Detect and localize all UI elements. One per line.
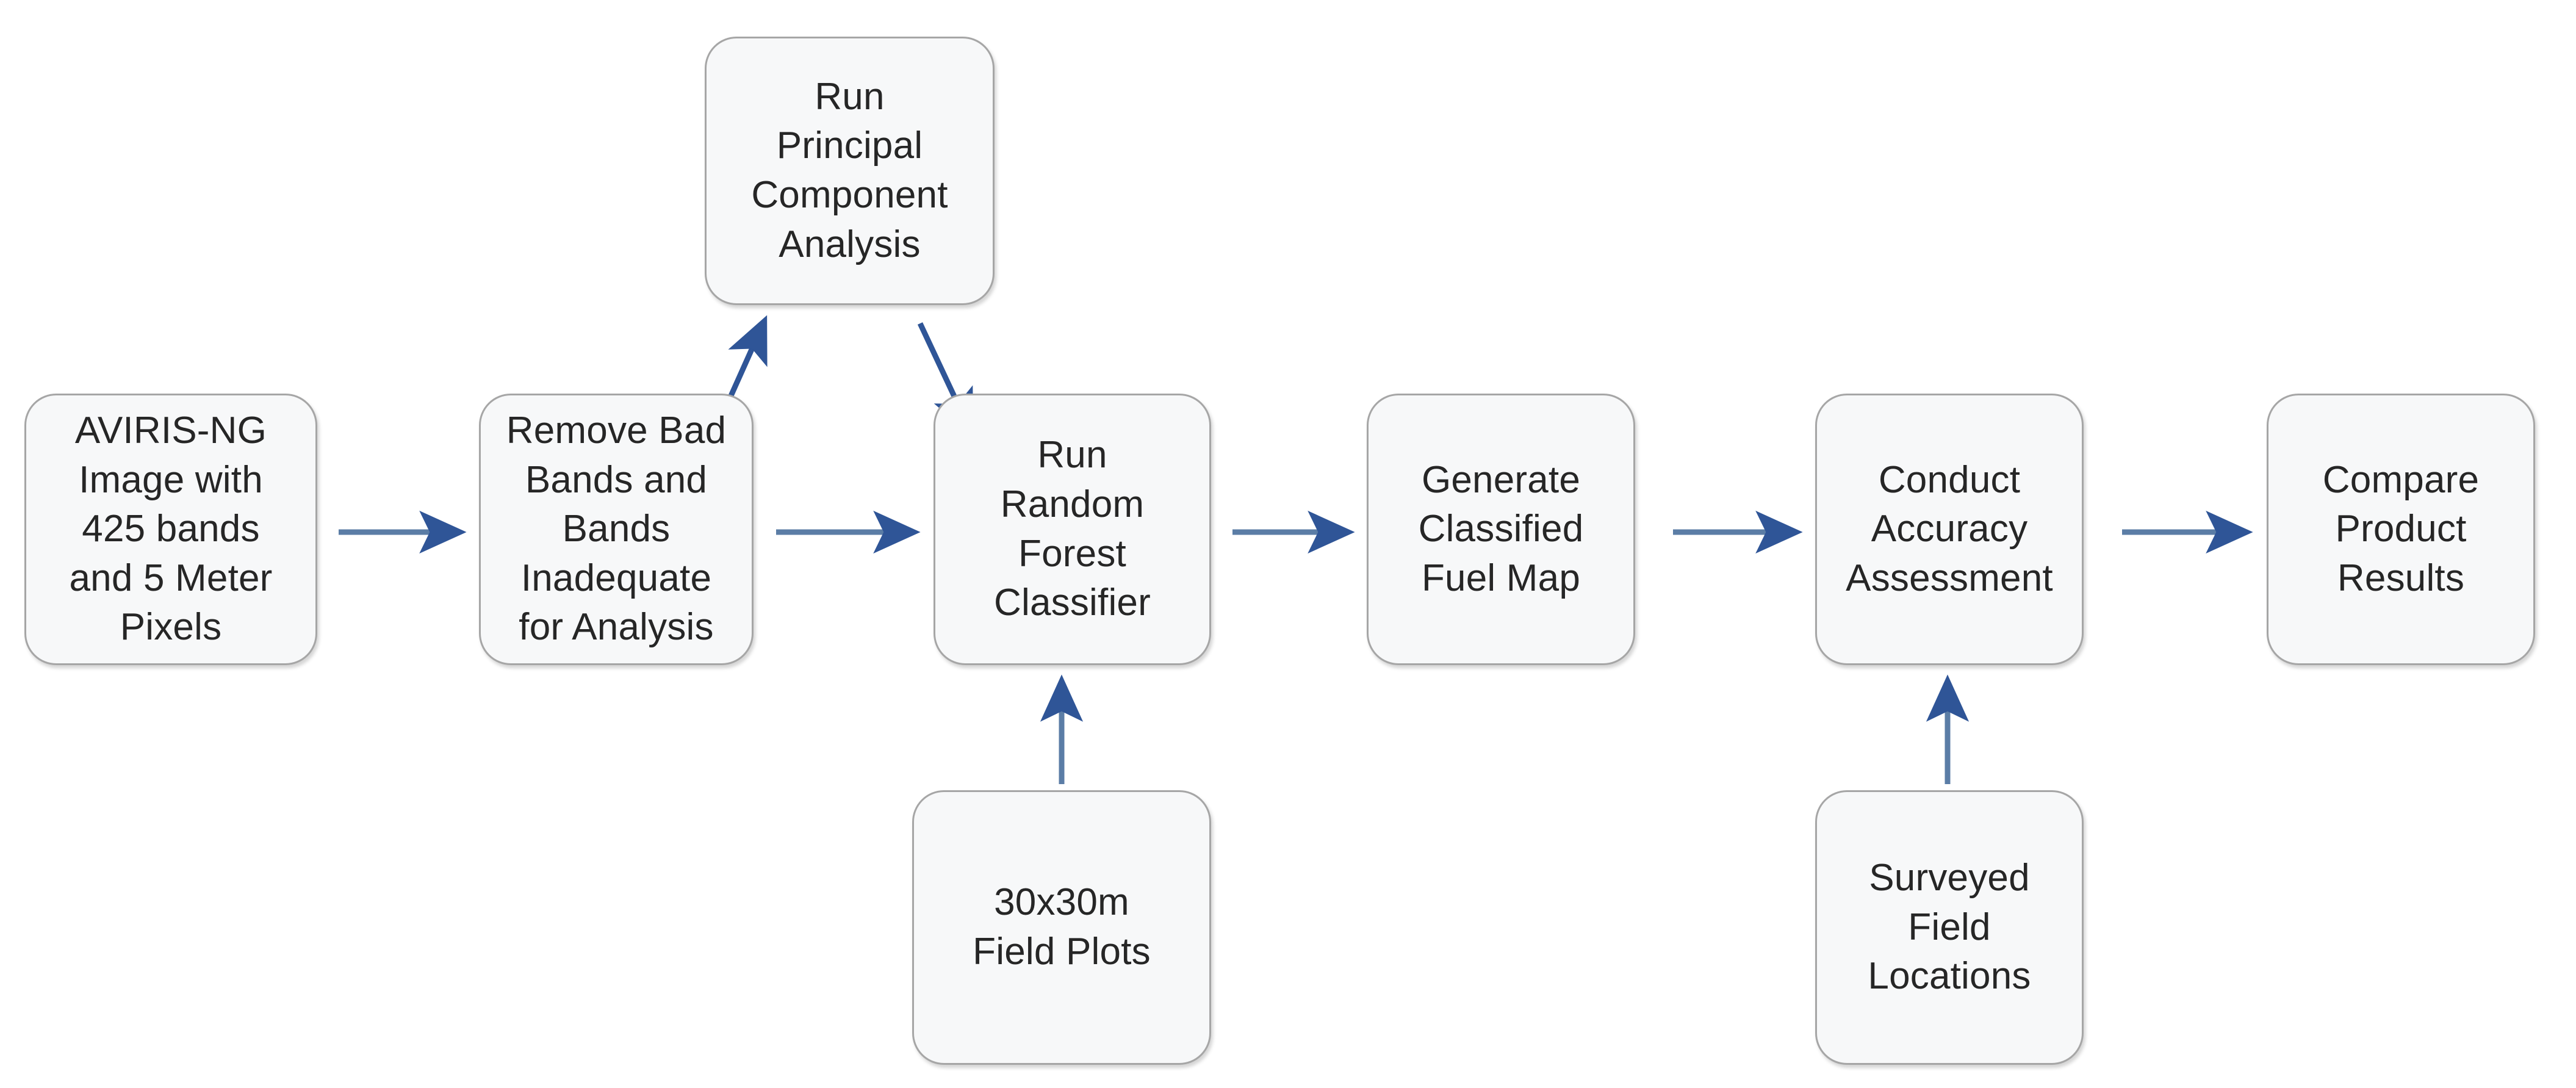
node-field-plots[interactable]: 30x30m Field Plots — [912, 790, 1211, 1065]
node-label-generate-classified-fuel-map: Generate Classified Fuel Map — [1418, 458, 1584, 599]
node-label-compare-product-results: Compare Product Results — [2322, 458, 2480, 599]
node-aviris-ng-image[interactable]: AVIRIS-NG Image with 425 bands and 5 Met… — [24, 394, 317, 665]
node-compare-product-results[interactable]: Compare Product Results — [2267, 394, 2535, 665]
node-generate-classified-fuel-map[interactable]: Generate Classified Fuel Map — [1367, 394, 1635, 665]
node-conduct-accuracy-assessment[interactable]: Conduct Accuracy Assessment — [1815, 394, 2084, 665]
node-label-run-random-forest-classifier: Run Random Forest Classifier — [994, 434, 1151, 624]
node-run-pca[interactable]: Run Principal Component Analysis — [705, 37, 995, 305]
node-run-random-forest-classifier[interactable]: Run Random Forest Classifier — [934, 394, 1211, 665]
node-label-aviris-ng-image: AVIRIS-NG Image with 425 bands and 5 Met… — [69, 409, 273, 649]
node-surveyed-field-locations[interactable]: Surveyed Field Locations — [1815, 790, 2084, 1065]
node-label-field-plots: 30x30m Field Plots — [973, 881, 1151, 973]
node-label-run-pca: Run Principal Component Analysis — [751, 75, 948, 265]
node-label-remove-bad-bands: Remove Bad Bands and Bands Inadequate fo… — [506, 409, 727, 649]
node-remove-bad-bands[interactable]: Remove Bad Bands and Bands Inadequate fo… — [479, 394, 754, 665]
node-label-conduct-accuracy-assessment: Conduct Accuracy Assessment — [1846, 458, 2053, 599]
node-label-surveyed-field-locations: Surveyed Field Locations — [1868, 857, 2031, 998]
